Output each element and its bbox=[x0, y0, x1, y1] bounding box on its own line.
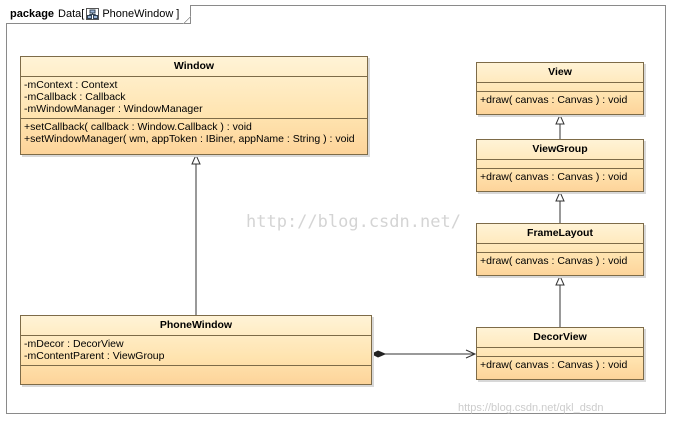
operations-compartment: +draw( canvas : Canvas ) : void bbox=[477, 357, 643, 374]
attributes-compartment bbox=[477, 348, 643, 357]
attribute: -mCallback : Callback bbox=[24, 91, 126, 103]
operation: +draw( canvas : Canvas ) : void bbox=[480, 171, 628, 183]
bracket-close: ] bbox=[176, 8, 180, 20]
class-name: FrameLayout bbox=[477, 224, 643, 244]
attributes-compartment: -mContext : Context -mCallback : Callbac… bbox=[21, 77, 367, 119]
class-phonewindow[interactable]: PhoneWindow -mDecor : DecorView -mConten… bbox=[20, 315, 372, 385]
generalization-arrowhead-framelayout bbox=[555, 274, 565, 286]
operation: +setWindowManager( wm, appToken : IBiner… bbox=[24, 133, 355, 145]
class-decorview[interactable]: DecorView +draw( canvas : Canvas ) : voi… bbox=[476, 327, 644, 380]
operation: +draw( canvas : Canvas ) : void bbox=[480, 94, 628, 106]
bracket-open: [ bbox=[81, 8, 85, 20]
operation: +draw( canvas : Canvas ) : void bbox=[480, 359, 628, 371]
operations-compartment: +draw( canvas : Canvas ) : void bbox=[477, 253, 643, 270]
attributes-compartment bbox=[477, 244, 643, 253]
class-name: Window bbox=[21, 57, 367, 77]
package-name: Data bbox=[58, 8, 82, 20]
operations-compartment: +draw( canvas : Canvas ) : void bbox=[477, 169, 643, 186]
operations-compartment: +setCallback( callback : Window.Callback… bbox=[21, 119, 367, 148]
class-view[interactable]: View +draw( canvas : Canvas ) : void bbox=[476, 62, 644, 115]
attribute: -mDecor : DecorView bbox=[24, 338, 124, 350]
class-name: PhoneWindow bbox=[21, 316, 371, 336]
operation: +setCallback( callback : Window.Callback… bbox=[24, 121, 252, 133]
class-window[interactable]: Window -mContext : Context -mCallback : … bbox=[20, 56, 368, 155]
operations-compartment: +draw( canvas : Canvas ) : void bbox=[477, 92, 643, 109]
attributes-compartment bbox=[477, 83, 643, 92]
operation: +draw( canvas : Canvas ) : void bbox=[480, 255, 628, 267]
class-name: View bbox=[477, 63, 643, 83]
watermark-center: http://blog.csdn.net/ bbox=[246, 212, 461, 232]
composition-arrowhead bbox=[465, 349, 477, 359]
operations-compartment bbox=[21, 366, 371, 374]
class-name: DecorView bbox=[477, 328, 643, 348]
attribute: -mWindowManager : WindowManager bbox=[24, 103, 203, 115]
class-viewgroup[interactable]: ViewGroup +draw( canvas : Canvas ) : voi… bbox=[476, 139, 644, 192]
generalization-arrowhead-viewgroup bbox=[555, 190, 565, 202]
watermark-bottom-right: https://blog.csdn.net/qkl_dsdn bbox=[458, 402, 604, 414]
class-name: ViewGroup bbox=[477, 140, 643, 160]
package-tab: package Data [ PhoneWindow ] bbox=[6, 5, 191, 24]
generalization-arrowhead-window bbox=[191, 153, 201, 165]
tab-corner bbox=[183, 16, 191, 24]
attributes-compartment bbox=[477, 160, 643, 169]
class-diagram-icon bbox=[86, 8, 100, 20]
generalization-arrowhead-view bbox=[555, 113, 565, 125]
package-keyword: package bbox=[10, 8, 55, 20]
attributes-compartment: -mDecor : DecorView -mContentParent : Vi… bbox=[21, 336, 371, 366]
diagram-name: PhoneWindow bbox=[102, 8, 174, 20]
attribute: -mContext : Context bbox=[24, 79, 118, 91]
composition-diamond bbox=[370, 350, 387, 358]
class-framelayout[interactable]: FrameLayout +draw( canvas : Canvas ) : v… bbox=[476, 223, 644, 276]
attribute: -mContentParent : ViewGroup bbox=[24, 350, 165, 362]
